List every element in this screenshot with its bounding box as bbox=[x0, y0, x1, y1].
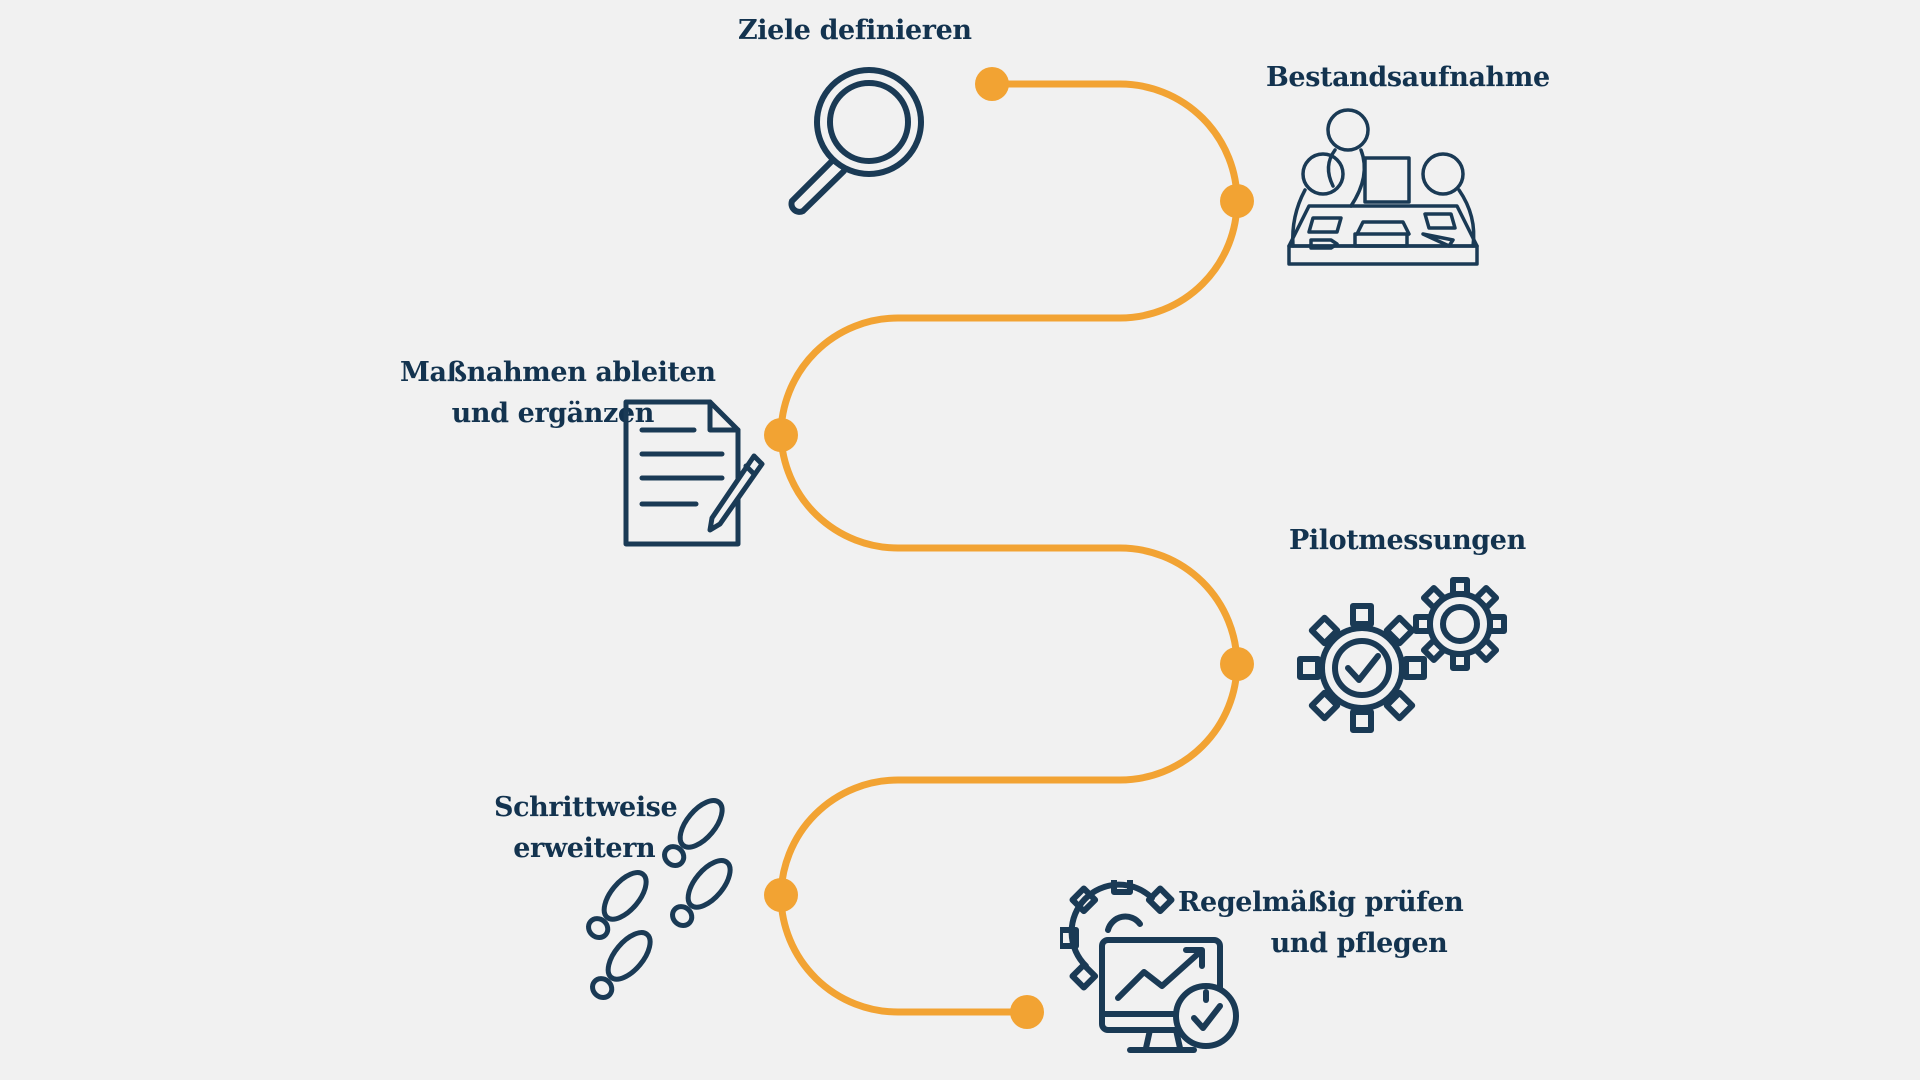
path-line bbox=[777, 80, 1241, 1016]
milestone-dot-3 bbox=[764, 418, 798, 452]
step-label-regel: Regelmäßig prüfen und pflegen bbox=[1178, 887, 1464, 959]
magnifier-icon bbox=[788, 67, 924, 215]
step-label-schritt: Schrittweise erweitern bbox=[494, 792, 678, 864]
monitor-gear-icon bbox=[1060, 880, 1239, 1053]
step-label-pilot: Pilotmessungen bbox=[1289, 525, 1526, 556]
step-label-ziele: Ziele definieren bbox=[738, 15, 972, 46]
milestone-dot-5 bbox=[764, 878, 798, 912]
team-meeting-icon bbox=[1287, 108, 1479, 266]
footprints-icon bbox=[586, 798, 733, 1000]
milestone-dot-1 bbox=[975, 67, 1009, 101]
step-label-bestand: Bestandsaufnahme bbox=[1266, 62, 1550, 93]
milestone-dot-6 bbox=[1010, 995, 1044, 1029]
document-pen-icon bbox=[623, 399, 765, 547]
step-label-massnahmen: Maßnahmen ableiten und ergänzen bbox=[400, 357, 716, 429]
milestone-dot-4 bbox=[1220, 647, 1254, 681]
gears-check-icon bbox=[1297, 577, 1507, 733]
milestone-dot-2 bbox=[1220, 184, 1254, 218]
